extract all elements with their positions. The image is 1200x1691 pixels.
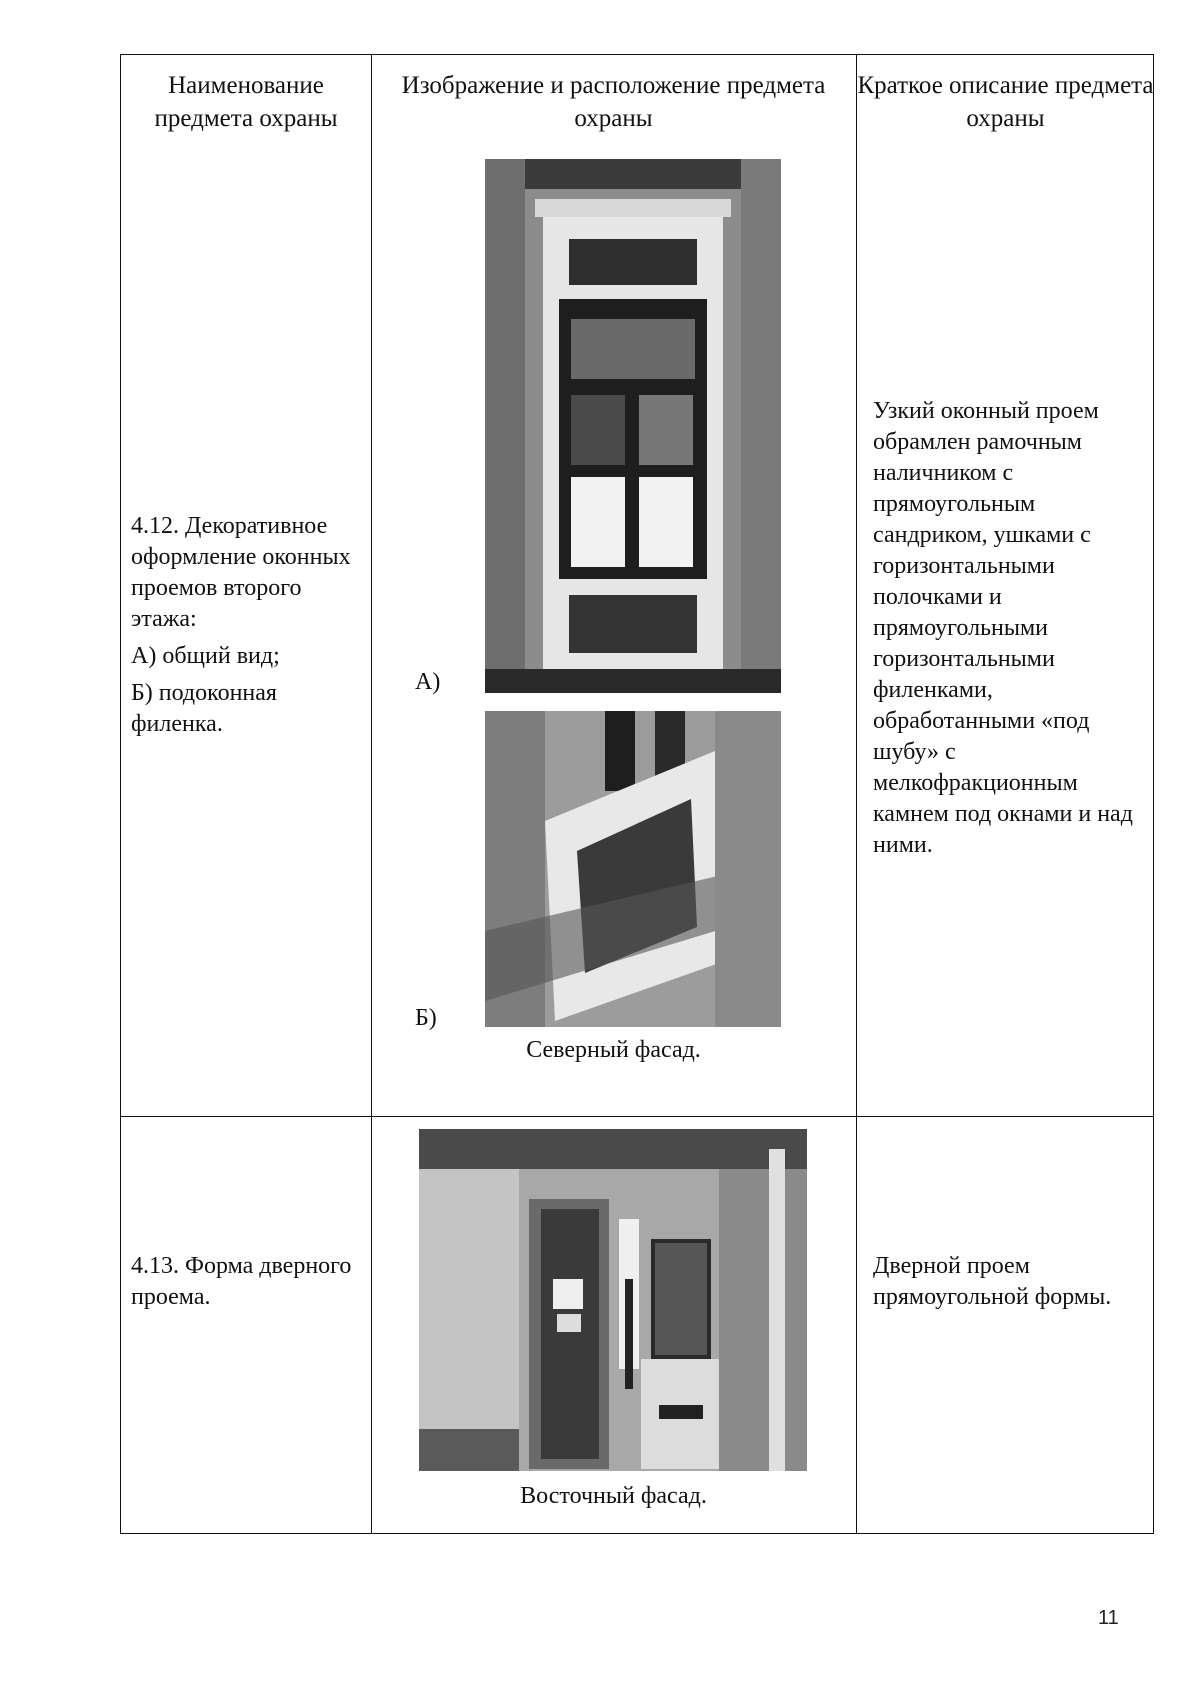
column-divider-2 bbox=[856, 55, 857, 1533]
row-4-12-description: Узкий оконный проем обрамлен рамочным на… bbox=[873, 398, 1133, 858]
column-divider-1 bbox=[371, 55, 372, 1533]
header-name: Наименование предмета охраны bbox=[154, 72, 338, 132]
row-divider bbox=[121, 1116, 1153, 1117]
protection-items-table: Наименование предмета охраны Изображение… bbox=[120, 54, 1154, 1534]
photo-label-b: Б) bbox=[415, 1005, 437, 1031]
row-4-12-title: 4.12. Декоративное оформление оконных пр… bbox=[131, 513, 351, 632]
row-4-12-name: 4.12. Декоративное оформление оконных пр… bbox=[131, 511, 363, 746]
row-4-13-description: Дверной проем прямоугольной формы. bbox=[873, 1253, 1112, 1310]
window-panel-photo bbox=[485, 711, 781, 1027]
page-number: 11 bbox=[1098, 1607, 1119, 1629]
row-4-13-name: 4.13. Форма дверного проема. bbox=[131, 1251, 363, 1319]
row-4-12-caption: Северный фасад. bbox=[526, 1037, 701, 1063]
window-general-view-photo bbox=[485, 159, 781, 693]
door-east-facade-photo bbox=[419, 1129, 807, 1471]
door-photo-graphic bbox=[419, 1129, 807, 1471]
row-4-13-caption: Восточный фасад. bbox=[520, 1483, 707, 1509]
photo-label-a: А) bbox=[415, 669, 441, 695]
header-description: Краткое описание предмета охраны bbox=[857, 72, 1154, 132]
panel-photo-graphic bbox=[485, 711, 781, 1027]
row-4-12-item-a: А) общий вид; bbox=[131, 643, 280, 669]
row-4-12-item-b: Б) подоконная филенка. bbox=[131, 680, 277, 737]
window-photo-graphic bbox=[485, 159, 781, 693]
header-image: Изображение и расположение предмета охра… bbox=[401, 72, 826, 132]
row-4-13-title: 4.13. Форма дверного проема. bbox=[131, 1253, 352, 1310]
